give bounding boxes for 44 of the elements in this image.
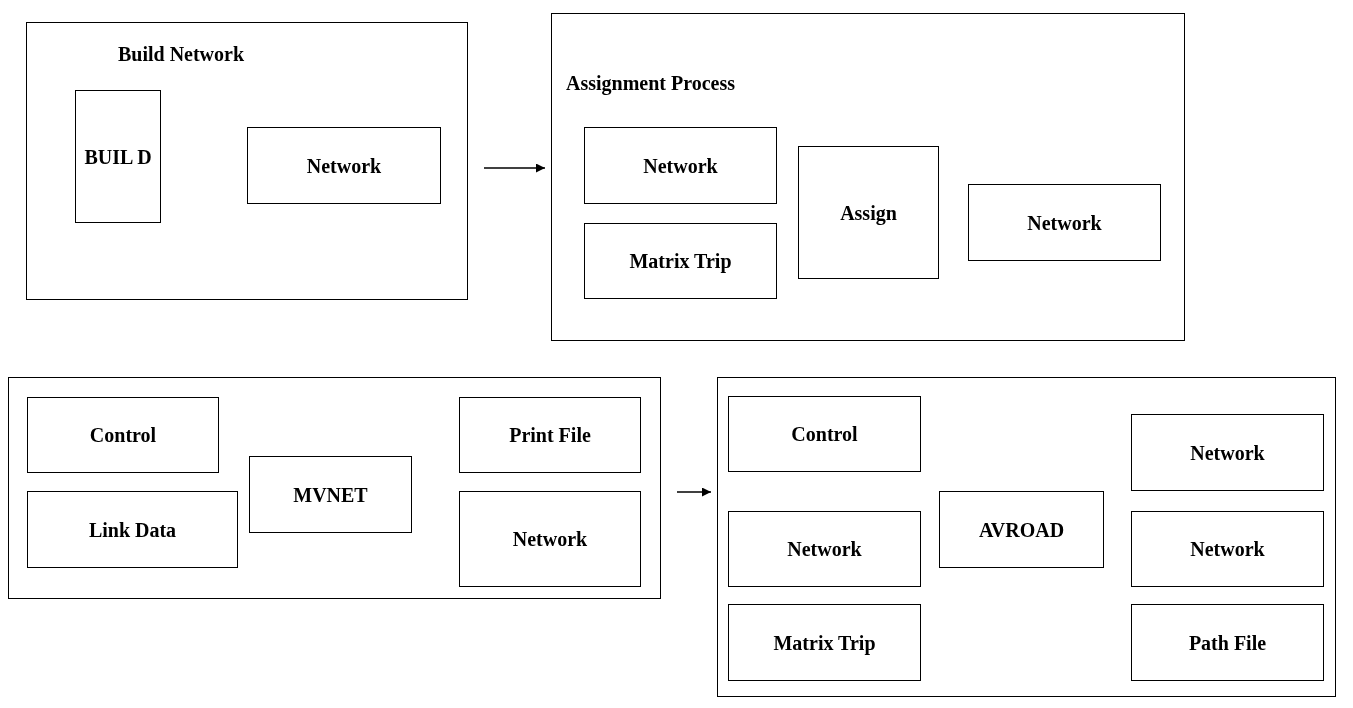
arrow bbox=[483, 163, 546, 173]
process-box bbox=[459, 491, 641, 587]
box-label: Print File bbox=[508, 423, 592, 448]
box-label: AVROAD bbox=[977, 517, 1066, 543]
group-box bbox=[551, 13, 1185, 341]
box-label: Network bbox=[1026, 210, 1103, 236]
process-box bbox=[1131, 511, 1324, 587]
box-label: Network bbox=[511, 527, 589, 552]
box-label: Control bbox=[790, 422, 859, 447]
process-box bbox=[728, 604, 921, 681]
process-box bbox=[27, 397, 219, 473]
process-box bbox=[247, 127, 441, 204]
group-box bbox=[26, 22, 468, 300]
process-box bbox=[968, 184, 1161, 261]
box-label: MVNET bbox=[292, 482, 369, 508]
box-label: BUIL D bbox=[83, 144, 153, 170]
group-box bbox=[8, 377, 661, 599]
process-box bbox=[75, 90, 161, 223]
box-label: Assign bbox=[839, 200, 898, 227]
process-box bbox=[584, 127, 777, 204]
process-box bbox=[249, 456, 412, 533]
box-label: Path File bbox=[1187, 630, 1268, 656]
process-box bbox=[1131, 414, 1324, 491]
process-box bbox=[1131, 604, 1324, 681]
box-label: Network bbox=[786, 537, 863, 562]
arrow bbox=[676, 487, 712, 497]
group-title: Build Network bbox=[116, 43, 246, 66]
process-box bbox=[798, 146, 939, 279]
process-box bbox=[939, 491, 1104, 568]
box-label: Matrix Trip bbox=[628, 249, 733, 275]
box-label: Matrix Trip bbox=[772, 630, 877, 657]
process-box bbox=[27, 491, 238, 568]
process-box bbox=[728, 396, 921, 472]
box-label: Control bbox=[88, 423, 158, 448]
box-label: Network bbox=[1189, 537, 1266, 562]
process-box bbox=[584, 223, 777, 299]
box-label: Network bbox=[1189, 440, 1266, 466]
process-box bbox=[459, 397, 641, 473]
box-label: Link Data bbox=[87, 517, 178, 543]
group-title: Assignment Process bbox=[566, 72, 736, 95]
box-label: Network bbox=[642, 153, 719, 179]
process-box bbox=[728, 511, 921, 587]
group-box bbox=[717, 377, 1336, 697]
box-label: Network bbox=[305, 153, 383, 179]
